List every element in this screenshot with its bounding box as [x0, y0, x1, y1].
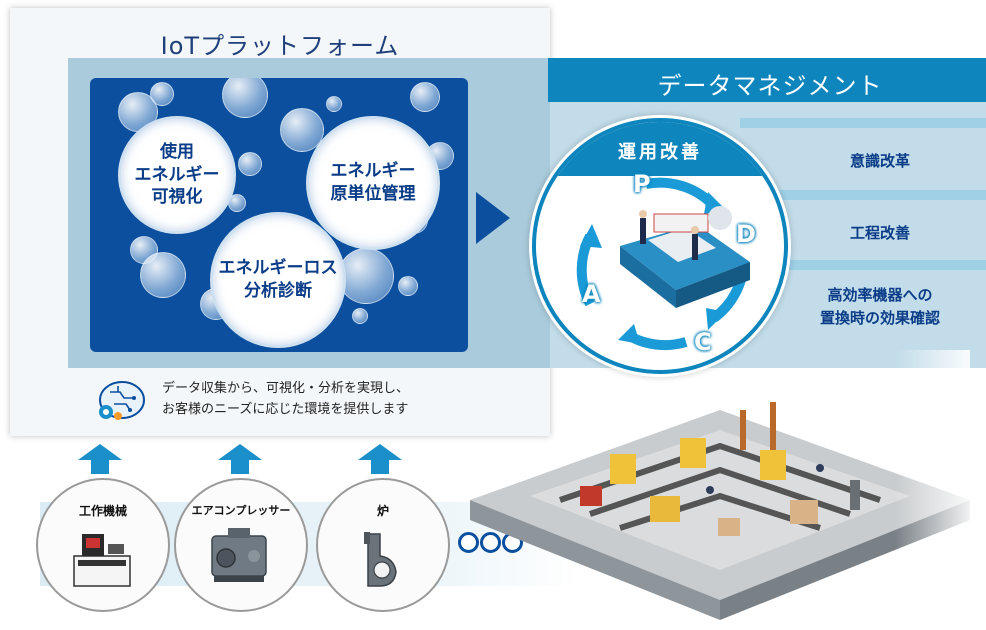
pdca-cycle-arrows-icon: [576, 177, 750, 351]
air-compressor-icon: [211, 528, 267, 582]
divider-strip: [740, 118, 986, 128]
bubble: [238, 152, 262, 176]
equipment-label: エアコンプレッサー: [191, 504, 291, 517]
machine-tool-icon: [73, 534, 131, 587]
dm-item-process: 工程改善: [849, 224, 910, 242]
equipment-label: 炉: [376, 504, 389, 518]
bubble-usage-visualization: 使用 エネルギー 可視化: [118, 116, 236, 234]
pdca-letter-c: C: [694, 328, 712, 356]
pdca-letter-a: A: [582, 280, 601, 308]
equipment-machine-tool: 工作機械: [36, 478, 170, 612]
furnace-icon: [364, 532, 397, 587]
bubble: [338, 248, 394, 304]
bubble: [326, 96, 342, 112]
bubble: [398, 276, 418, 296]
bubble: [222, 78, 268, 118]
upload-arrow-icon: [358, 444, 402, 474]
pdca-header: [536, 122, 784, 176]
data-management-title: データマネジメント: [657, 72, 883, 100]
factory-illustration: [470, 350, 970, 630]
dm-item-effect: 高効率機器への 置換時の効果確認: [819, 286, 940, 327]
platform-description: データ収集から、可視化・分析を実現し、 お客様のニーズに応じた環境を提供します: [162, 381, 410, 418]
bubble: [410, 82, 440, 112]
bubble: [352, 308, 368, 324]
upload-arrow-icon: [78, 444, 122, 474]
equipment-furnace: 炉: [316, 478, 450, 612]
equipment-label: 工作機械: [78, 504, 127, 518]
flow-arrow-icon: [476, 192, 510, 244]
pdca-cycle: 運用改善 P D C A: [532, 118, 788, 374]
dm-item-awareness: 意識改革: [849, 152, 910, 170]
pdca-letter-d: D: [736, 220, 756, 248]
ai-brain-icon: [99, 381, 145, 420]
analysis-box: 使用 エネルギー 可視化 エネルギー 原単位管理 エネルギーロス 分析診断: [90, 78, 468, 352]
bubble: [150, 82, 174, 106]
bubble-unit-management: エネルギー 原単位管理: [306, 116, 440, 250]
data-management-header: [548, 58, 986, 102]
equipment-air-compressor: エアコンプレッサー: [174, 478, 308, 612]
bubble-loss-analysis: エネルギーロス 分析診断: [210, 212, 346, 348]
upload-arrow-icon: [218, 444, 262, 474]
divider-strip: [740, 260, 986, 270]
pdca-letter-p: P: [633, 170, 651, 198]
bubble: [140, 252, 186, 298]
pdca-title: 運用改善: [618, 142, 702, 163]
platform-title: IoTプラットフォーム: [160, 32, 400, 60]
divider-strip: [740, 190, 986, 200]
